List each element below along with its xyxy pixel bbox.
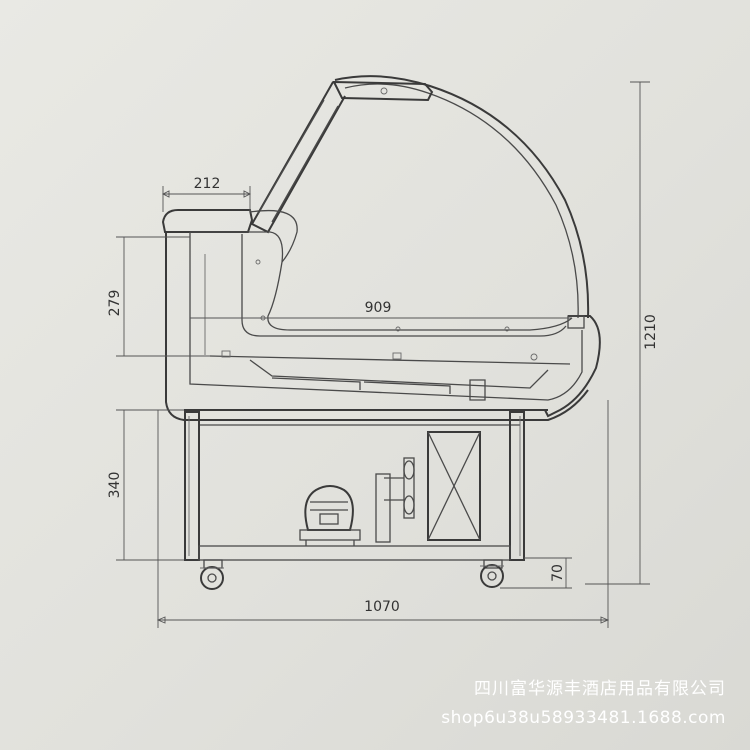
tray-fitting — [221, 350, 231, 358]
dim-label-1070: 1070 — [364, 599, 400, 615]
dim-label-909: 909 — [365, 300, 392, 316]
wall-screw — [504, 326, 510, 332]
display-back-wall-inner — [241, 234, 567, 337]
dim-label-279: 279 — [107, 290, 123, 317]
lamp-housing — [332, 80, 434, 102]
rear-glass-outer — [250, 81, 346, 234]
dim-top-shelf-width: 212 — [161, 176, 252, 212]
dim-label-212: 212 — [194, 176, 221, 192]
wall-screw — [395, 326, 401, 332]
curved-glass-inner — [344, 83, 579, 319]
tray-bottom — [271, 377, 451, 394]
drain-pipe — [469, 379, 486, 401]
top-shelf — [161, 209, 254, 233]
drain-fitting — [530, 353, 538, 361]
display-back-wall — [190, 231, 573, 331]
dim-overall-height: 1210 — [585, 81, 659, 585]
bottom-rail — [198, 545, 511, 561]
left-caster — [200, 559, 224, 590]
evaporator-tray — [209, 355, 571, 389]
dim-label-340: 340 — [107, 472, 123, 499]
watermark-shop-url: shop6u38u58933481.1688.com — [441, 708, 726, 728]
dim-lower-height: 340 — [107, 409, 184, 561]
dim-wheel-height: 70 — [500, 557, 572, 589]
condenser-assembly — [375, 457, 415, 543]
fan-box — [427, 431, 481, 541]
front-rail — [544, 315, 601, 418]
top-shelf-back — [249, 209, 298, 263]
dim-label-70: 70 — [550, 564, 566, 582]
cabinet-inner-left — [189, 232, 583, 401]
dim-upper-height: 279 — [107, 236, 210, 357]
dim-display-depth: 909 — [190, 300, 572, 319]
wall-screw — [255, 259, 261, 265]
front-clip — [567, 315, 585, 329]
tray-fitting — [392, 352, 402, 360]
rear-glass-inner — [257, 99, 339, 223]
right-post — [509, 411, 525, 561]
watermark-company: 四川富华源丰酒店用品有限公司 — [474, 679, 726, 699]
right-caster — [480, 559, 504, 588]
compressor — [299, 485, 361, 546]
dim-label-1210: 1210 — [643, 314, 659, 350]
lamp-screw — [380, 87, 388, 95]
dim-overall-width: 1070 — [156, 400, 610, 628]
curved-glass-outer — [334, 75, 590, 319]
left-post — [184, 411, 200, 561]
